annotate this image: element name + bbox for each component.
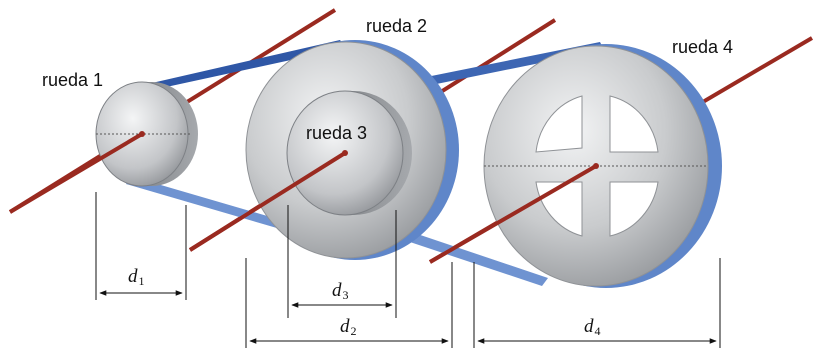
wheel-4-window-tl	[535, 95, 583, 153]
wheel-3-label: rueda 3	[306, 123, 368, 143]
wheel-4	[483, 44, 722, 288]
d2-label: d2	[340, 316, 357, 338]
wheel-2-label: rueda 2	[366, 16, 428, 36]
d1-label: d1	[128, 266, 145, 288]
wheel-1	[95, 81, 198, 187]
dimension-lines	[95, 192, 721, 348]
wheel-3	[286, 90, 412, 216]
wheel-4-window-tr	[609, 95, 659, 153]
d4-label: d4	[584, 316, 601, 338]
belt-1-2-top	[130, 40, 346, 94]
wheel-4-label: rueda 4	[672, 37, 734, 57]
wheel-1-label: rueda 1	[42, 70, 104, 90]
d3-label: d3	[332, 280, 349, 302]
shaft-fronts	[8, 132, 598, 264]
wheel-4-window-br	[609, 181, 659, 237]
